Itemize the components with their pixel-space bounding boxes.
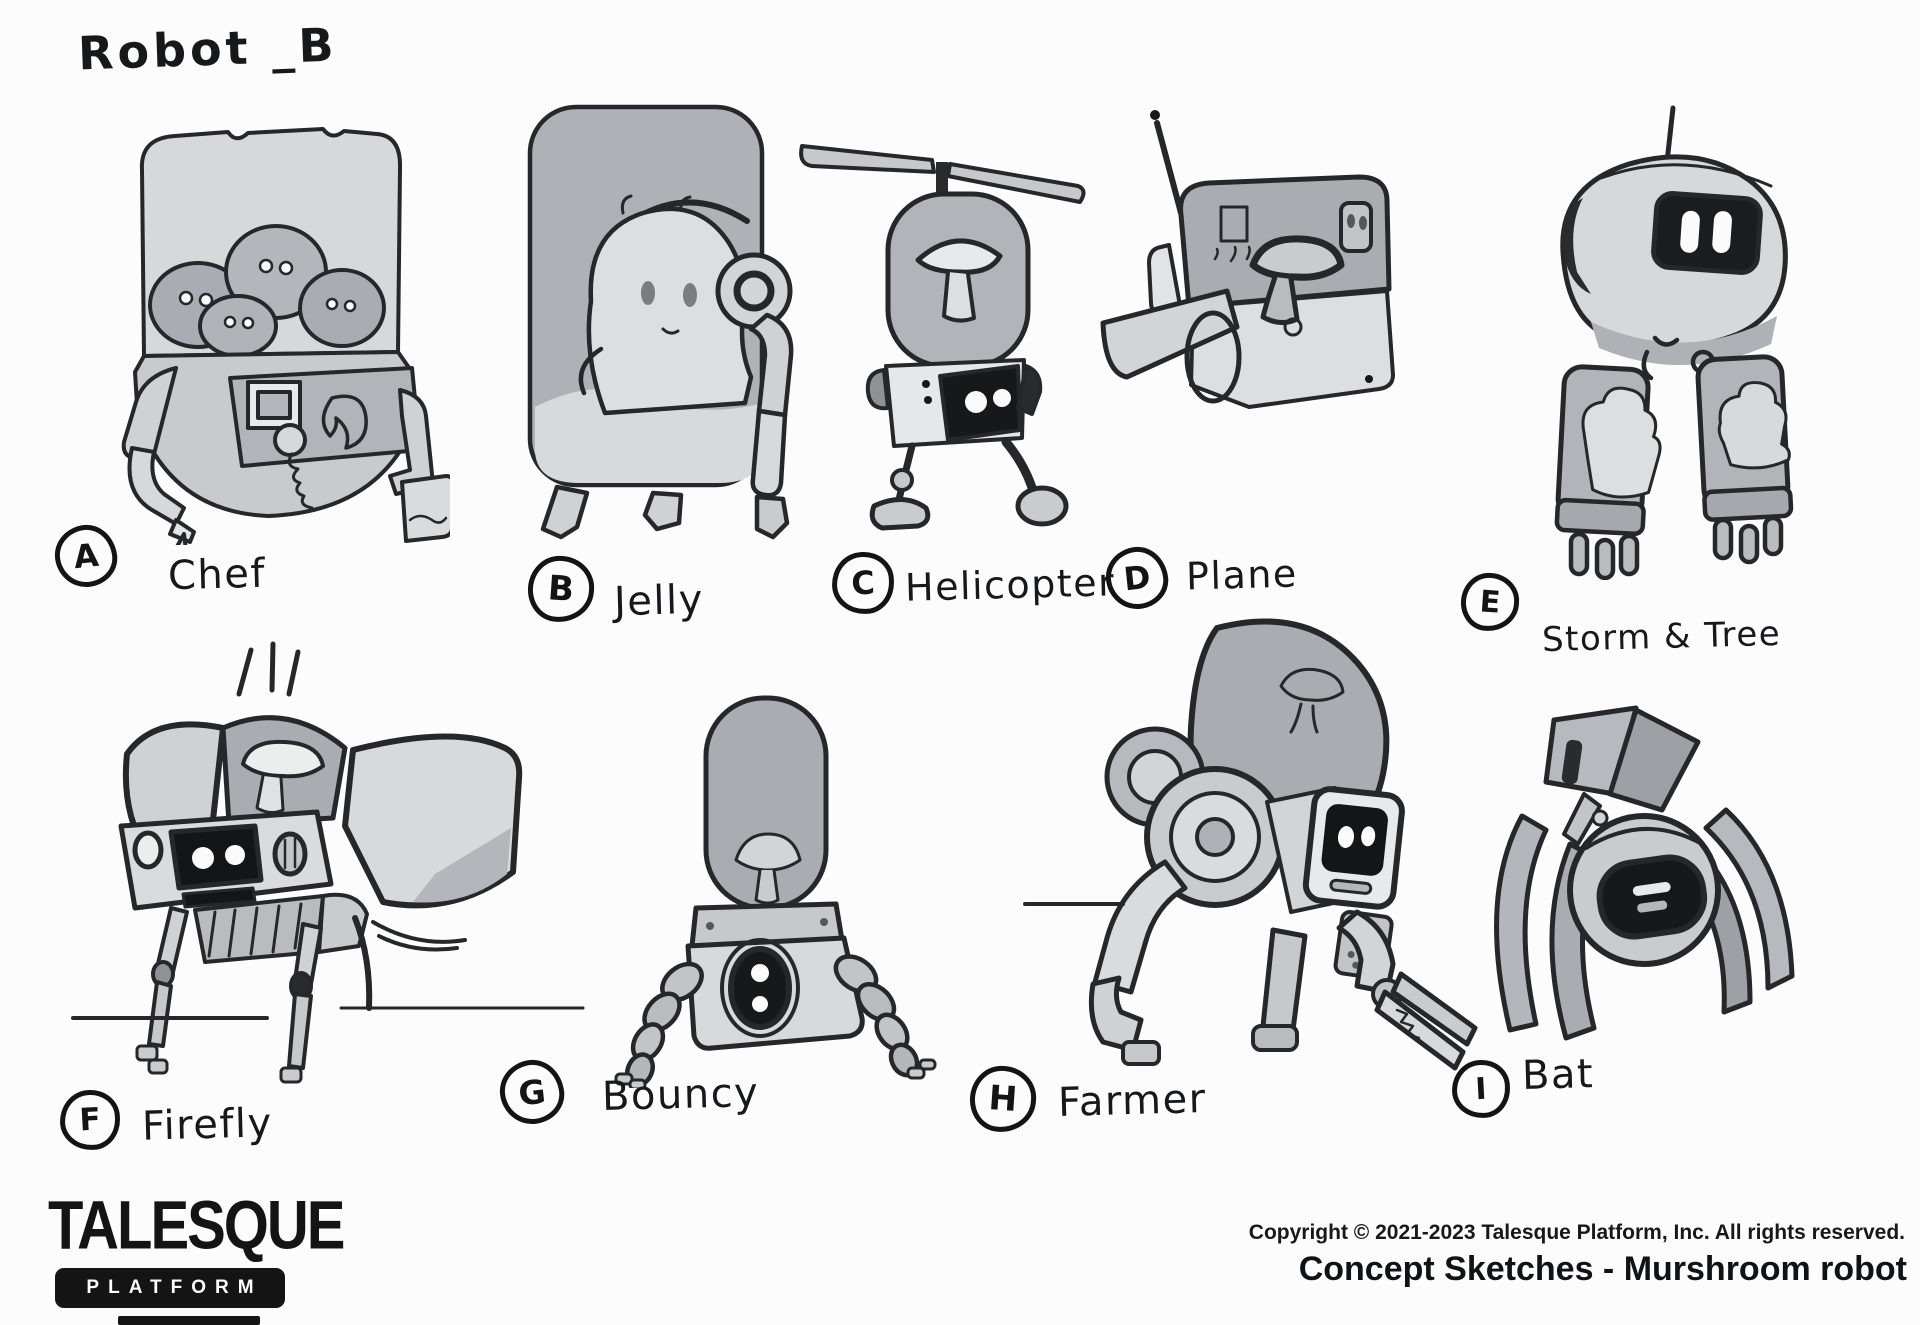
- chef-robot-sketch: [121, 127, 450, 545]
- helicopter-robot-sketch: [799, 144, 1086, 531]
- robot-name-firefly: Firefly: [141, 1100, 274, 1150]
- storm-and-tree-robot-sketch: [1554, 105, 1794, 580]
- plane-robot-sketch: [1100, 110, 1395, 409]
- sheet-caption: Concept Sketches - Murshroom robot: [1298, 1250, 1907, 1288]
- bouncy-robot-sketch: [614, 695, 937, 1088]
- robot-name-bat: Bat: [1521, 1051, 1595, 1099]
- robot-name-plane: Plane: [1185, 551, 1299, 599]
- platform-logo-label: PLATFORM: [86, 1277, 263, 1298]
- robot-name-storm-tree: Storm & Tree: [1541, 613, 1782, 661]
- robot-name-jelly: Jelly: [613, 576, 705, 626]
- badge-b: B: [525, 553, 597, 625]
- page-title: Robot _B: [77, 17, 339, 81]
- platform-logo-bar: PLATFORM: [55, 1268, 285, 1308]
- robot-name-helicopter: Helicopter: [904, 560, 1116, 610]
- robot-name-bouncy: Bouncy: [601, 1069, 760, 1121]
- bat-robot-sketch: [1494, 705, 1795, 1041]
- firefly-robot-sketch: [71, 641, 585, 1084]
- badge-i: I: [1450, 1058, 1512, 1120]
- farmer-robot-sketch: [1023, 618, 1478, 1071]
- logo-underline-strip: [118, 1316, 260, 1325]
- jelly-robot-sketch: [527, 104, 794, 540]
- robot-name-farmer: Farmer: [1057, 1076, 1208, 1126]
- badge-f: F: [58, 1088, 122, 1152]
- robot-name-chef: Chef: [167, 550, 267, 600]
- copyright-text: Copyright © 2021-2023 Talesque Platform,…: [1248, 1221, 1905, 1244]
- badge-c: C: [830, 550, 896, 616]
- talesque-logo-wordmark: TALESQUE: [48, 1187, 345, 1264]
